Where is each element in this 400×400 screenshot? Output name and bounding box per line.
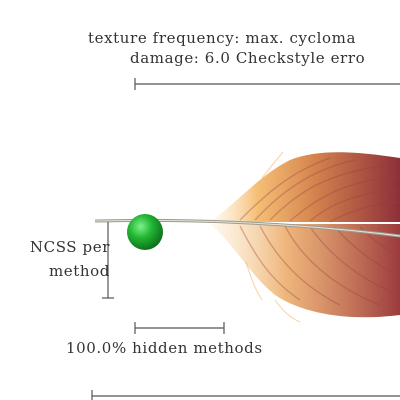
feather-vane bbox=[210, 151, 400, 323]
ncss-label-line-2: method bbox=[48, 262, 110, 280]
bottom-dimension-line bbox=[134, 322, 225, 334]
top-dimension-line bbox=[134, 78, 400, 90]
ncss-label-line-1: NCSS per bbox=[29, 238, 110, 256]
base-dimension-line bbox=[91, 390, 400, 400]
feather-rachis bbox=[94, 218, 400, 238]
texture-frequency-label: texture frequency: max. cycloma bbox=[88, 29, 356, 47]
hidden-methods-label: 100.0% hidden methods bbox=[66, 339, 263, 357]
left-dimension-line bbox=[102, 222, 114, 299]
green-node bbox=[127, 214, 163, 250]
damage-label: damage: 6.0 Checkstyle erro bbox=[130, 49, 366, 67]
